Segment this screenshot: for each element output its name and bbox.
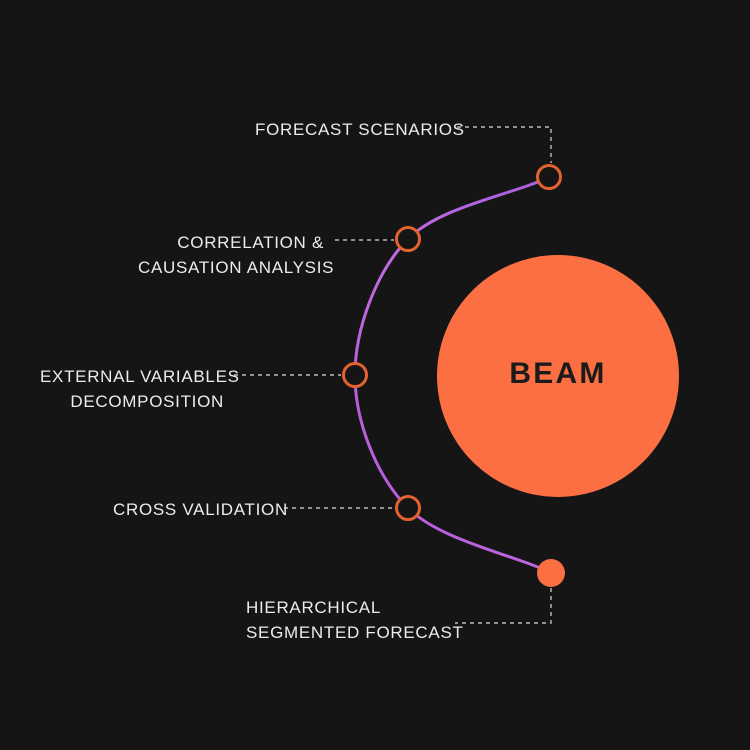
connector-forecast-scenarios <box>457 126 552 163</box>
node-marker-cross-validation[interactable] <box>395 495 421 521</box>
node-label-line: FORECAST SCENARIOS <box>255 120 465 139</box>
node-label-line: HIERARCHICAL <box>246 598 381 617</box>
node-label-forecast-scenarios: FORECAST SCENARIOS <box>255 117 465 142</box>
connector-hierarchical-segmented-forecast <box>455 588 552 624</box>
node-marker-correlation-causation-analysis[interactable] <box>395 226 421 252</box>
node-label-line: DECOMPOSITION <box>70 392 224 411</box>
node-marker-external-variables-decomposition[interactable] <box>342 362 368 388</box>
hub-circle-shape <box>437 255 679 497</box>
node-label-line: CAUSATION ANALYSIS <box>138 258 335 277</box>
node-label-line: CROSS VALIDATION <box>113 500 288 519</box>
node-markers <box>342 164 565 587</box>
node-label-line: CORRELATION & <box>177 233 324 252</box>
node-label-line: SEGMENTED FORECAST <box>246 623 464 642</box>
hub-label: BEAM <box>509 357 607 390</box>
node-marker-hierarchical-segmented-forecast[interactable] <box>537 559 565 587</box>
connector-lines <box>234 126 552 624</box>
node-marker-forecast-scenarios[interactable] <box>536 164 562 190</box>
node-label-correlation-causation-analysis: CORRELATION & CAUSATION ANALYSIS <box>138 230 335 280</box>
node-label-hierarchical-segmented-forecast: HIERARCHICAL SEGMENTED FORECAST <box>246 595 464 645</box>
node-label-cross-validation: CROSS VALIDATION <box>113 497 288 522</box>
hub-circle <box>437 255 679 497</box>
node-label-line: EXTERNAL VARIABLES <box>40 367 240 386</box>
node-label-external-variables-decomposition: EXTERNAL VARIABLES DECOMPOSITION <box>40 364 240 414</box>
